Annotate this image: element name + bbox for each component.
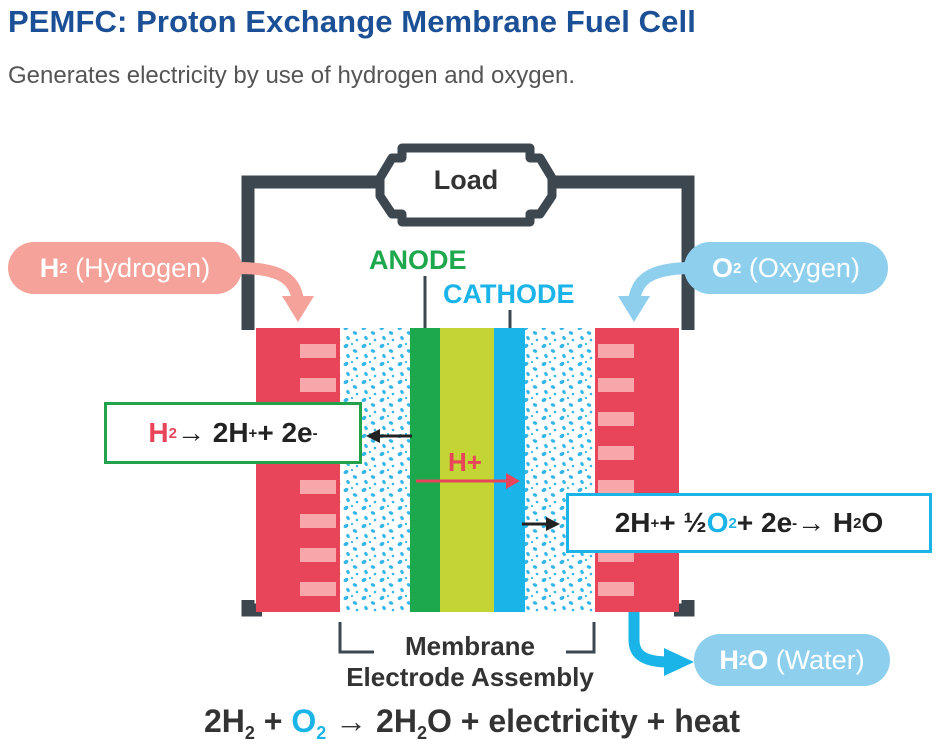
anode-gas-diffusion-layer: [340, 328, 410, 612]
cathode-plate: [595, 328, 679, 612]
cathode-reaction-h-sub: 2: [853, 514, 862, 532]
equation-oxygen: O: [291, 703, 317, 739]
mea-label-line2: Electrode Assembly: [346, 662, 594, 692]
equation-part2: +: [254, 703, 292, 739]
anode-reaction-arrowhead: [366, 429, 380, 443]
load-label: Load: [433, 165, 499, 195]
overall-equation: 2H2 + O2 → 2H2O + electricity + heat: [0, 703, 944, 744]
hydrogen-formula: H: [39, 252, 60, 283]
equation-part1: 2H: [203, 703, 245, 739]
anode-label: ANODE: [369, 245, 467, 275]
oxygen-inlet-arrowhead: [618, 296, 650, 322]
page-title: PEMFC: Proton Exchange Membrane Fuel Cel…: [8, 4, 696, 39]
cathode-label: CATHODE: [443, 279, 575, 309]
equation-sub1: 2: [244, 723, 255, 743]
anode-reaction-electrons: + 2e: [257, 417, 313, 448]
equation-sub3: 2: [416, 723, 427, 743]
hydrogen-inlet-arrowhead: [282, 296, 314, 322]
proton-label: H+: [448, 447, 482, 477]
cathode-reaction-arrowhead: [546, 517, 560, 531]
equation-part4: O + electricity + heat: [426, 703, 741, 739]
cathode-reaction-lead: 2H: [614, 507, 651, 538]
water-name: (Water): [775, 644, 865, 675]
anode-reaction-arrow: → 2H: [176, 417, 249, 448]
cathode-reaction-minus: -: [792, 514, 798, 532]
water-formula-o: O: [747, 644, 769, 675]
anode-reaction-h-sub: 2: [168, 424, 177, 442]
equation-sub2: 2: [316, 723, 327, 743]
proton-arrowhead: [506, 473, 520, 489]
anode-reaction-plus: +: [248, 424, 258, 442]
hydrogen-name: (Hydrogen): [75, 252, 211, 283]
cathode-reaction-o-sub: 2: [728, 514, 737, 532]
water-subscript: 2: [738, 651, 748, 669]
oxygen-subscript: 2: [733, 259, 742, 277]
membrane-layer: [440, 328, 494, 612]
anode-plate: [256, 328, 340, 612]
water-formula-h: H: [719, 644, 739, 675]
load-box: [375, 143, 557, 227]
cathode-gas-diffusion-layer: [525, 328, 595, 612]
circuit-wire-left: [241, 175, 378, 330]
water-outlet-arrowhead: [664, 648, 694, 676]
page-subtitle: Generates electricity by use of hydrogen…: [8, 62, 575, 89]
cathode-reaction-mid: + 2e: [736, 507, 793, 538]
oxygen-inlet-arrow: [628, 262, 693, 303]
equation-part3: → 2H: [326, 703, 417, 739]
cathode-layer: [494, 328, 525, 612]
cathode-reaction-plus: +: [650, 514, 660, 532]
mea-bracket: [338, 622, 596, 654]
mea-label: Membrane Electrode Assembly: [330, 631, 610, 693]
hydrogen-inlet-arrow: [237, 262, 304, 303]
oxygen-name: (Oxygen): [748, 252, 860, 283]
anode-layer: [410, 328, 440, 612]
oxygen-formula: O: [712, 252, 734, 283]
hydrogen-subscript: 2: [59, 259, 68, 277]
cathode-reaction-arrow: → H: [797, 507, 854, 538]
cathode-reaction-end: O: [861, 507, 884, 538]
anode-reaction-minus: -: [312, 424, 318, 442]
cathode-reaction-o: O: [706, 507, 729, 538]
mea-label-line1: Membrane: [404, 631, 536, 661]
anode-reaction-h: H: [148, 417, 169, 448]
cathode-reaction-half: + ½: [659, 507, 707, 538]
water-outlet-arrow: [628, 612, 669, 668]
